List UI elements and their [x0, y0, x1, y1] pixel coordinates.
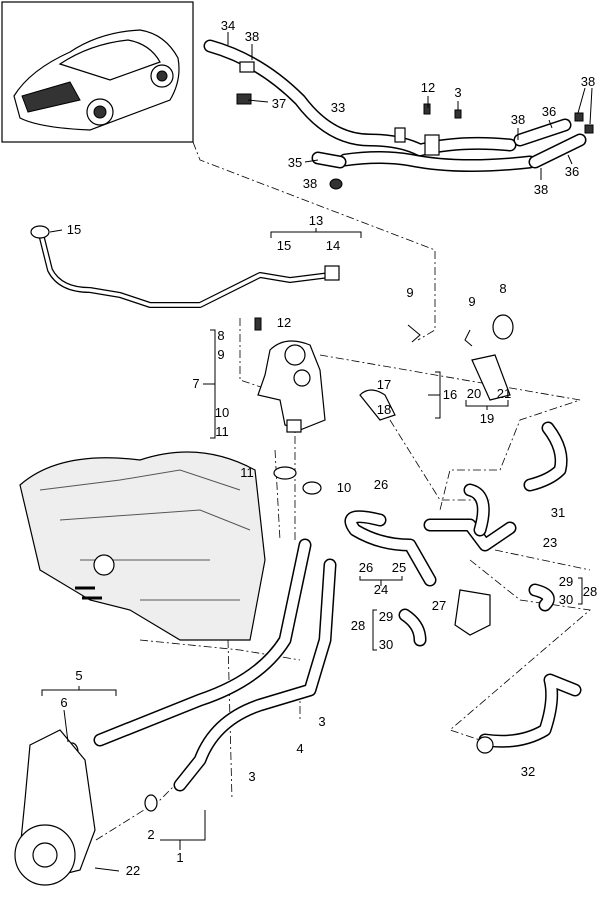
callout-5: 5 — [75, 668, 82, 683]
pipe-15 — [30, 225, 340, 308]
callout-3: 3 — [454, 85, 461, 100]
callout-38: 38 — [245, 29, 259, 44]
callout-29: 29 — [379, 609, 393, 624]
callout-labels: 34 38 12 3 38 37 33 36 38 35 38 36 38 15… — [60, 18, 597, 878]
callout-30: 30 — [559, 592, 573, 607]
callout-15: 15 — [277, 238, 291, 253]
callout-11: 11 — [215, 424, 229, 439]
thermostat-housing — [254, 314, 514, 433]
callout-11: 11 — [240, 465, 254, 480]
callout-31: 31 — [551, 505, 565, 520]
callout-36: 36 — [542, 104, 556, 119]
callout-12: 12 — [421, 80, 435, 95]
callout-14: 14 — [326, 238, 340, 253]
callout-9: 9 — [406, 285, 413, 300]
callout-13: 13 — [309, 213, 323, 228]
callout-3: 3 — [318, 714, 325, 729]
callout-23: 23 — [543, 535, 557, 550]
callout-27: 27 — [432, 598, 446, 613]
callout-19: 19 — [480, 411, 494, 426]
callout-8: 8 — [499, 281, 506, 296]
hose-32 — [476, 673, 582, 754]
callout-15: 15 — [67, 222, 81, 237]
engine-block — [19, 451, 266, 641]
callout-26: 26 — [374, 477, 388, 492]
callout-38: 38 — [534, 182, 548, 197]
callout-9: 9 — [217, 347, 224, 362]
callout-16: 16 — [443, 387, 457, 402]
callout-1: 1 — [176, 850, 183, 865]
callout-10: 10 — [337, 480, 351, 495]
callout-30: 30 — [379, 637, 393, 652]
callout-8: 8 — [217, 328, 224, 343]
callout-25: 25 — [392, 560, 406, 575]
callout-28: 28 — [351, 618, 365, 633]
callout-22: 22 — [126, 863, 140, 878]
callout-34: 34 — [221, 18, 235, 33]
callout-38: 38 — [581, 74, 595, 89]
water-pump — [14, 729, 96, 886]
hose-33-assembly — [203, 39, 594, 190]
callout-35: 35 — [288, 155, 302, 170]
hose-group-right — [344, 421, 568, 647]
callout-28: 28 — [583, 584, 597, 599]
callout-26: 26 — [359, 560, 373, 575]
leader-lines — [41, 32, 593, 872]
callout-2: 2 — [147, 827, 154, 842]
callout-20: 20 — [467, 386, 481, 401]
callout-3: 3 — [248, 769, 255, 784]
callout-7: 7 — [192, 376, 199, 391]
callout-33: 33 — [331, 100, 345, 115]
callout-12: 12 — [277, 315, 291, 330]
vehicle-inset — [1, 1, 194, 143]
callout-10: 10 — [215, 405, 229, 420]
callout-29: 29 — [559, 574, 573, 589]
seal-ring-10 — [302, 481, 322, 495]
callout-32: 32 — [521, 764, 535, 779]
callout-38: 38 — [511, 112, 525, 127]
callout-21: 21 — [497, 386, 511, 401]
callout-38: 38 — [303, 176, 317, 191]
seal-ring-11 — [273, 466, 297, 480]
callout-6: 6 — [60, 695, 67, 710]
callout-36: 36 — [565, 164, 579, 179]
callout-17: 17 — [377, 377, 391, 392]
callout-24: 24 — [374, 582, 388, 597]
callout-9: 9 — [468, 294, 475, 309]
callout-4: 4 — [296, 741, 303, 756]
callout-18: 18 — [377, 402, 391, 417]
callout-37: 37 — [272, 96, 286, 111]
